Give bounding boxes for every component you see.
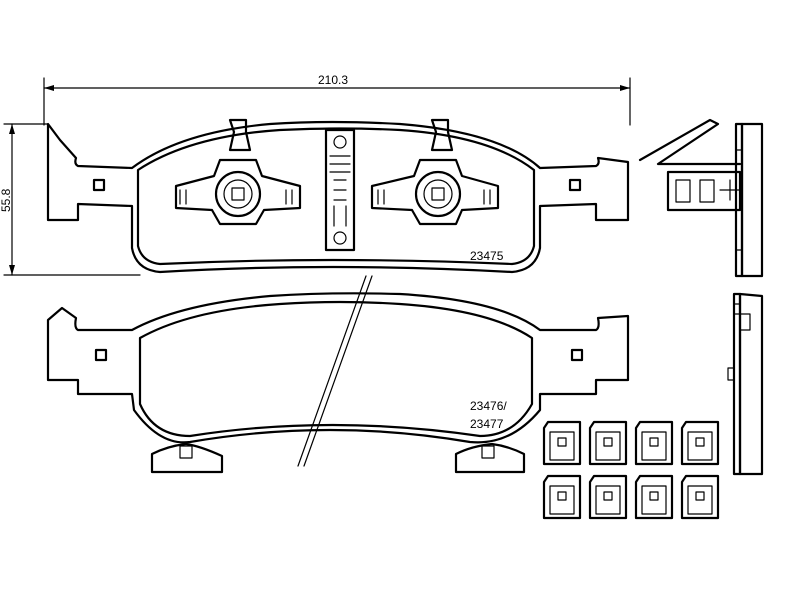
height-dimension: 55.8	[0, 123, 141, 276]
clip-set	[542, 420, 720, 520]
top-pad-center-slot	[324, 128, 356, 252]
top-pad-left-lug-hole	[92, 178, 106, 192]
top-pad-right-lug-hole	[568, 178, 582, 192]
bottom-pad-part-number-line2: 23477	[470, 417, 504, 431]
retaining-clip	[542, 420, 582, 466]
diagonal-section-line	[297, 275, 373, 467]
retaining-clip	[588, 420, 628, 466]
retaining-clip	[542, 474, 582, 520]
bottom-pad-part-number-line1: 23476/	[470, 399, 507, 413]
bottom-pad-left-lug-hole	[94, 348, 108, 362]
top-pad-part-number: 23475	[470, 249, 504, 263]
bottom-brake-pad: 23476/ 23477	[46, 292, 630, 474]
bottom-pad-side-view	[727, 292, 764, 476]
width-dimension: 210.3	[43, 73, 631, 126]
top-pad-side-view	[638, 118, 764, 278]
height-dimension-label: 55.8	[0, 188, 13, 212]
retaining-clip	[680, 474, 720, 520]
width-dimension-label: 210.3	[318, 73, 348, 87]
bottom-pad-right-lug-hole	[570, 348, 584, 362]
top-pad-left-sensor	[174, 118, 302, 226]
retaining-clip	[634, 420, 674, 466]
top-pad-right-sensor	[370, 118, 500, 226]
retaining-clip	[680, 420, 720, 466]
retaining-clip	[588, 474, 628, 520]
retaining-clip	[634, 474, 674, 520]
top-brake-pad: 23475	[46, 118, 630, 274]
